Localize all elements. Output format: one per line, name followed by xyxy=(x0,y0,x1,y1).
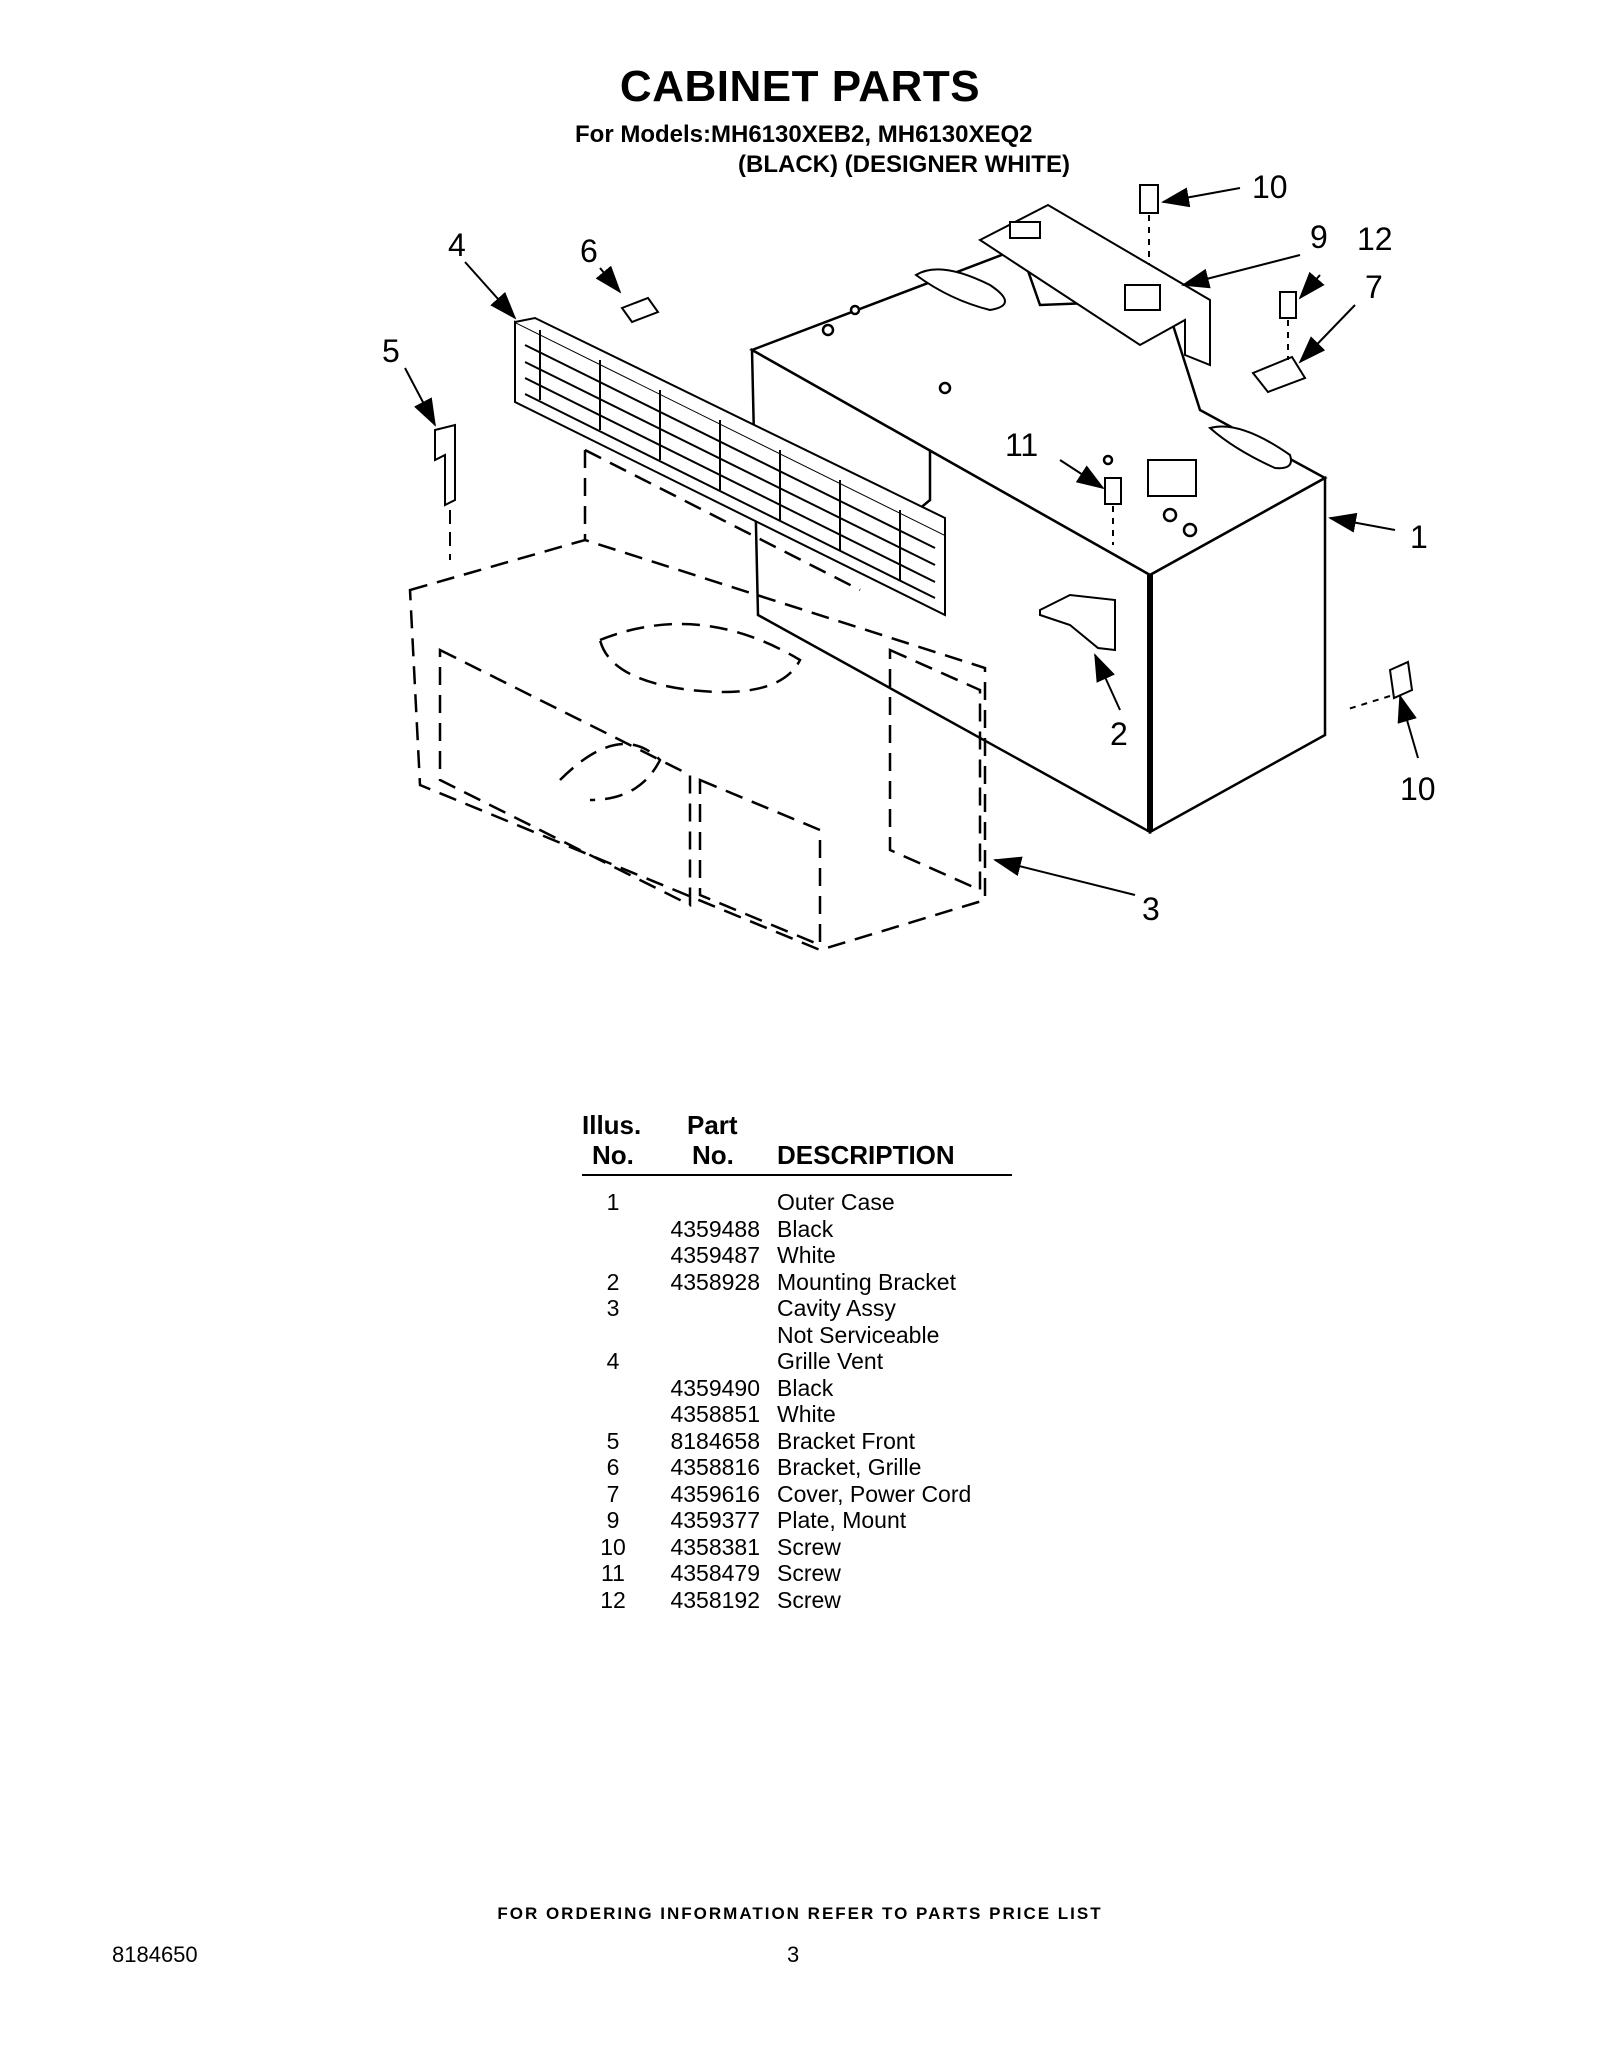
header-illus-line1: Illus. xyxy=(582,1110,642,1140)
screw-12 xyxy=(1279,291,1297,360)
table-row: Not Serviceable xyxy=(777,1321,940,1348)
leader-arrows xyxy=(404,187,1419,896)
front-bracket xyxy=(434,423,456,560)
page-number: 3 xyxy=(787,1942,800,1967)
models-subtitle: For Models:MH6130XEB2, MH6130XEQ2 (BLACK… xyxy=(575,120,1070,180)
callout-10-top: 10 xyxy=(1252,169,1288,205)
ordering-note: FOR ORDERING INFORMATION REFER TO PARTS … xyxy=(497,1904,1103,1923)
page-title: CABINET PARTS xyxy=(619,62,981,111)
grille-bracket xyxy=(620,296,660,324)
callout-3: 3 xyxy=(1142,891,1160,927)
models-line-1: For Models:MH6130XEB2, MH6130XEQ2 xyxy=(575,121,1033,148)
header-description: DESCRIPTION xyxy=(777,1140,955,1170)
document-number: 8184650 xyxy=(112,1942,198,1967)
callout-9: 9 xyxy=(1310,219,1328,255)
power-cord-cover xyxy=(1251,355,1307,394)
callout-7: 7 xyxy=(1365,269,1383,305)
callout-10-side: 10 xyxy=(1400,771,1436,807)
outer-case xyxy=(749,246,1328,835)
callout-11: 11 xyxy=(1005,427,1038,463)
callout-4: 4 xyxy=(448,227,466,263)
cavity-assembly xyxy=(408,448,987,952)
parts-table-header: Illus. No. Part No. DESCRIPTION xyxy=(582,1112,1012,1176)
callout-12: 12 xyxy=(1357,221,1393,257)
callout-2: 2 xyxy=(1110,716,1128,752)
exploded-parts-diagram: 10 9 12 7 4 6 5 11 1 2 10 3 xyxy=(382,169,1436,952)
mount-plate xyxy=(978,203,1211,367)
screw-10-top xyxy=(1139,184,1159,265)
header-part-line2: No. xyxy=(692,1140,734,1170)
callout-1: 1 xyxy=(1410,519,1428,555)
screw-11 xyxy=(1104,477,1122,545)
screw-10-side xyxy=(1344,660,1414,711)
grille-vent xyxy=(514,316,946,617)
callout-5: 5 xyxy=(382,333,400,369)
header-part-line1: Part xyxy=(687,1110,738,1140)
models-line-2: (BLACK) (DESIGNER WHITE) xyxy=(738,151,1070,178)
callout-6: 6 xyxy=(580,233,598,269)
header-illus-line2: No. xyxy=(592,1140,634,1170)
mounting-bracket xyxy=(1039,593,1116,652)
